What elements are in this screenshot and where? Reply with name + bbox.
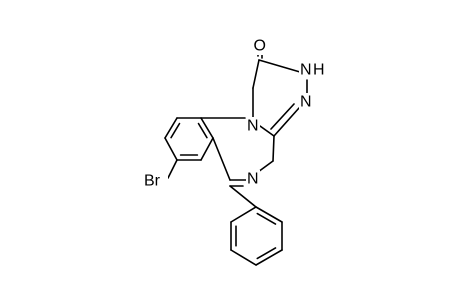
atom-label-triazine-nitrogen: N [300, 94, 312, 111]
bond-c-n1 [259, 125, 275, 137]
atom-bg [299, 61, 331, 79]
atom-bg [144, 172, 168, 190]
bond-phenyl-inner [256, 212, 277, 225]
bond-layer [164, 51, 308, 266]
atom-bg [246, 117, 260, 135]
bond-c6-aryl [212, 137, 231, 181]
bond-n-c-double [273, 107, 300, 137]
bond-benzo [164, 137, 178, 161]
bond-phenyl [230, 206, 257, 223]
bond-phenyl [230, 249, 257, 266]
atom-label-bromine: Br [144, 173, 161, 190]
atom-bg [253, 37, 267, 55]
bond-ch2-c [272, 135, 275, 162]
bond-n-ch2 [257, 160, 274, 173]
bond-c6-phenyl [229, 185, 257, 208]
bond-benzo-inner [197, 122, 208, 139]
bond-phenyl [255, 249, 283, 266]
bond-benzo [164, 117, 178, 139]
atom-label-oxygen: O [254, 38, 266, 55]
bond-phenyl [255, 206, 283, 223]
atom-bg [299, 93, 313, 111]
bond-benzo [200, 137, 214, 161]
bond-phenyl-inner [256, 247, 277, 260]
atom-label-nh-nitrogen: N [300, 62, 312, 79]
atom-bg [246, 170, 260, 188]
bond-carbonyl-nh [258, 59, 301, 73]
bond-n-c-double [270, 103, 295, 130]
bond-benzo-inner [170, 122, 181, 139]
atom-label-imine-nitrogen: N [247, 171, 259, 188]
atom-label-bridgehead-nitrogen: N [247, 118, 259, 135]
atom-label-nh-hydrogen: H [313, 62, 325, 79]
bond-benzo [200, 117, 214, 139]
bond-ch2-carbonyl [252, 59, 260, 89]
atom-label-layer: O N H N N N Br [144, 37, 331, 190]
bond-bromine [167, 159, 178, 179]
